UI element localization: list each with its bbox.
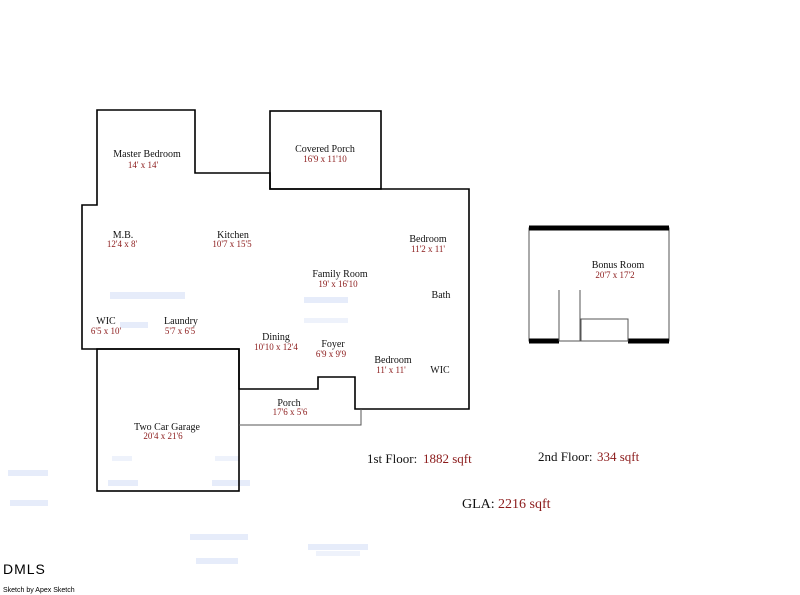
main-house-outline <box>81 109 470 410</box>
room-dims-covered-porch: 16'9 x 11'10 <box>303 154 347 164</box>
room-name-wic-1: WIC <box>96 316 116 327</box>
room-name-master-bedroom: Master Bedroom <box>113 149 181 160</box>
room-name-porch: Porch <box>277 398 300 409</box>
first-floor-value: 1882 sqft <box>423 451 472 466</box>
room-name-bedroom-1: Bedroom <box>409 234 446 245</box>
room-dims-garage: 20'4 x 21'6 <box>143 431 183 441</box>
room-dims-bedroom-1: 11'2 x 11' <box>411 244 445 254</box>
room-name-wic-2: WIC <box>430 365 450 376</box>
room-dims-dining: 10'10 x 12'4 <box>254 342 298 352</box>
room-name-bath: Bath <box>432 290 451 301</box>
gla-label: GLA: <box>462 497 495 512</box>
room-dims-family-room: 19' x 16'10 <box>318 279 358 289</box>
room-name-dining: Dining <box>262 332 290 343</box>
room-dims-bedroom-2: 11' x 11' <box>376 365 406 375</box>
room-name-kitchen: Kitchen <box>217 230 249 241</box>
room-dims-wic-1: 6'5 x 10' <box>91 326 122 336</box>
dmls-logo: DMLS <box>3 561 46 577</box>
front-porch-outline <box>239 409 362 426</box>
room-name-family-room: Family Room <box>312 269 368 280</box>
first-floor-label: 1st Floor: <box>367 451 417 466</box>
room-dims-bonus-room: 20'7 x 17'2 <box>595 270 634 280</box>
gla-value: 2216 sqft <box>498 497 551 512</box>
room-dims-mb: 12'4 x 8' <box>107 239 138 249</box>
ghost-watermark <box>8 292 368 564</box>
garage-outline <box>96 348 240 492</box>
sketch-credit: Sketch by Apex Sketch <box>3 587 75 594</box>
room-name-covered-porch: Covered Porch <box>295 144 355 155</box>
room-name-bedroom-2: Bedroom <box>374 355 411 366</box>
room-dims-porch: 17'6 x 5'6 <box>273 407 308 417</box>
second-floor-label: 2nd Floor: <box>538 449 593 464</box>
room-dims-kitchen: 10'7 x 15'5 <box>212 239 252 249</box>
room-dims-foyer: 6'9 x 9'9 <box>316 349 347 359</box>
bonus-room-outline <box>528 225 670 344</box>
second-floor-value: 334 sqft <box>597 449 640 464</box>
room-name-garage: Two Car Garage <box>134 422 200 433</box>
room-name-bonus-room: Bonus Room <box>592 260 645 271</box>
room-name-foyer: Foyer <box>321 339 345 350</box>
room-name-mb: M.B. <box>113 230 134 241</box>
room-dims-master-bedroom: 14' x 14' <box>128 160 159 170</box>
room-dims-laundry: 5'7 x 6'5 <box>165 326 196 336</box>
room-name-laundry: Laundry <box>164 316 198 327</box>
